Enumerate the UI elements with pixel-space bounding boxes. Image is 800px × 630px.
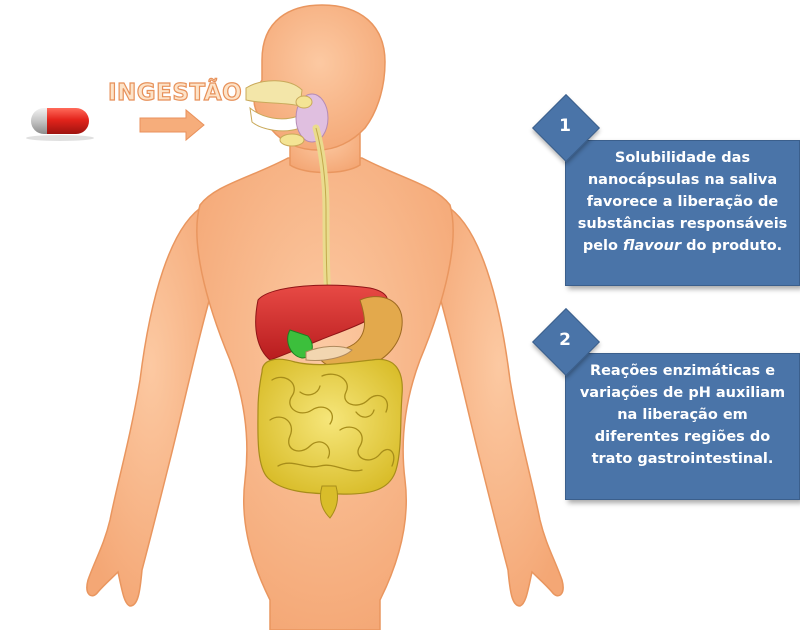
step-2-line: variações de pH auxiliam bbox=[568, 382, 797, 404]
step-1-text-before: pelo bbox=[583, 238, 623, 254]
step-1-line: Solubilidade das bbox=[568, 147, 797, 169]
step-1-line: nanocápsulas na saliva bbox=[568, 169, 797, 191]
step-1-number: 1 bbox=[542, 116, 588, 136]
step-2-number: 2 bbox=[542, 330, 588, 350]
step-1-line: favorece a liberação de bbox=[568, 191, 797, 213]
step-1-line: substâncias responsáveis bbox=[568, 213, 797, 235]
step-1-emphasis: flavour bbox=[623, 238, 681, 254]
capsule-pill bbox=[26, 108, 94, 141]
ingestion-label: INGESTÃO bbox=[108, 80, 242, 106]
step-2-callout: Reações enzimáticas e variações de pH au… bbox=[565, 353, 800, 500]
step-1-callout: Solubilidade das nanocápsulas na saliva … bbox=[565, 140, 800, 286]
step-2-line: Reações enzimáticas e bbox=[568, 360, 797, 382]
ingestion-arrow bbox=[140, 110, 204, 140]
step-2-line: trato gastrointestinal. bbox=[568, 448, 797, 470]
step-1-last-line: pelo flavour do produto. bbox=[568, 235, 797, 257]
step-1-text-after: do produto. bbox=[681, 238, 782, 254]
step-2-line: na liberação em bbox=[568, 404, 797, 426]
step-2-line: diferentes regiões do bbox=[568, 426, 797, 448]
